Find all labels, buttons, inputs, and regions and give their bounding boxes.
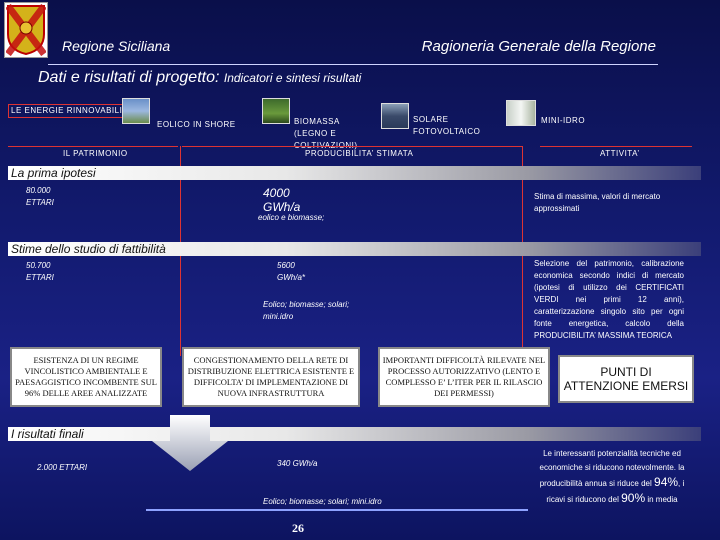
wind-photo [122,98,150,124]
subtitle-main: Dati e risultati di progetto: [38,69,219,86]
s3-note-part3: in media [647,495,677,504]
header-left-title: Regione Siciliana [62,38,170,54]
issue-box-vincoli: ESISTENZA DI UN REGIME VINCOLISTICO AMBI… [10,347,162,407]
biomass-photo [262,98,290,124]
label-attivita: ATTIVITA’ [600,149,640,158]
banner-risultati: I risultati finali [8,427,701,441]
attivita-line [540,146,692,147]
s1-sources: eolico e biomasse; [258,212,324,224]
s3-note: Le interessanti potenzialità tecniche ed… [534,447,690,507]
header-divider [48,64,658,65]
patrimonio-line [8,146,178,147]
region-logo [4,2,48,58]
label-solare: SOLARE FOTOVOLTAICO [413,114,473,138]
s3-energy: 340 GWh/a [277,458,317,470]
header-right-title: Ragioneria Generale della Regione [422,38,656,55]
issue-autorizzazioni-text: IMPORTANTI DIFFICOLTÀ RILEVATE NEL PROCE… [382,355,546,399]
page-number: 26 [292,521,304,536]
s2-sources: Eolico; biomasse; solari; mini.idro [263,299,373,323]
s2-area: 50.700 ETTARI [26,260,66,284]
solar-photo [381,103,409,129]
subtitle-small: Indicatori e sintesi risultati [224,71,361,85]
s3-pct2: 90% [621,491,645,505]
footer-line [146,509,528,511]
s2-note: Selezione del patrimonio, calibrazione e… [534,258,684,342]
issue-box-autorizzazioni: IMPORTANTI DIFFICOLTÀ RILEVATE NEL PROCE… [378,347,550,407]
issue-rete-text: CONGESTIONAMENTO DELLA RETE DI DISTRIBUZ… [186,355,356,399]
issue-punti-text: PUNTI DI ATTENZIONE EMERSI [562,365,690,393]
s1-energy-value: 4000 [263,186,290,200]
label-mini-idro: MINI-IDRO [541,116,585,125]
s1-note: Stima di massima, valori di mercato appr… [534,191,684,215]
s1-area: 80.000 ETTARI [26,185,66,209]
label-renewable: LE ENERGIE RINNOVABILI [8,104,132,118]
banner-stime: Stime dello studio di fattibilità [8,242,701,256]
down-arrow-icon [150,415,230,471]
producibilita-line [182,146,522,147]
issue-vincoli-text: ESISTENZA DI UN REGIME VINCOLISTICO AMBI… [14,355,158,399]
banner-prima-ipotesi: La prima ipotesi [8,166,701,180]
issue-box-punti: PUNTI DI ATTENZIONE EMERSI [558,355,694,403]
s3-area: 2.000 ETTARI [37,462,87,474]
trinacria-shield-icon [6,4,46,56]
hydro-photo [506,100,536,126]
label-eolico: EOLICO IN SHORE [157,120,236,129]
label-patrimonio: IL PATRIMONIO [63,149,128,158]
s3-sources: Eolico; biomasse; solari; mini.idro [263,496,382,508]
label-producibilita: PRODUCIBILITA’ STIMATA [305,149,413,158]
page-subtitle: Dati e risultati di progetto: Indicatori… [38,69,361,87]
s3-pct1: 94% [654,475,678,489]
s2-energy: 5600 GWh/a* [277,260,317,284]
issue-box-rete: CONGESTIONAMENTO DELLA RETE DI DISTRIBUZ… [182,347,360,407]
